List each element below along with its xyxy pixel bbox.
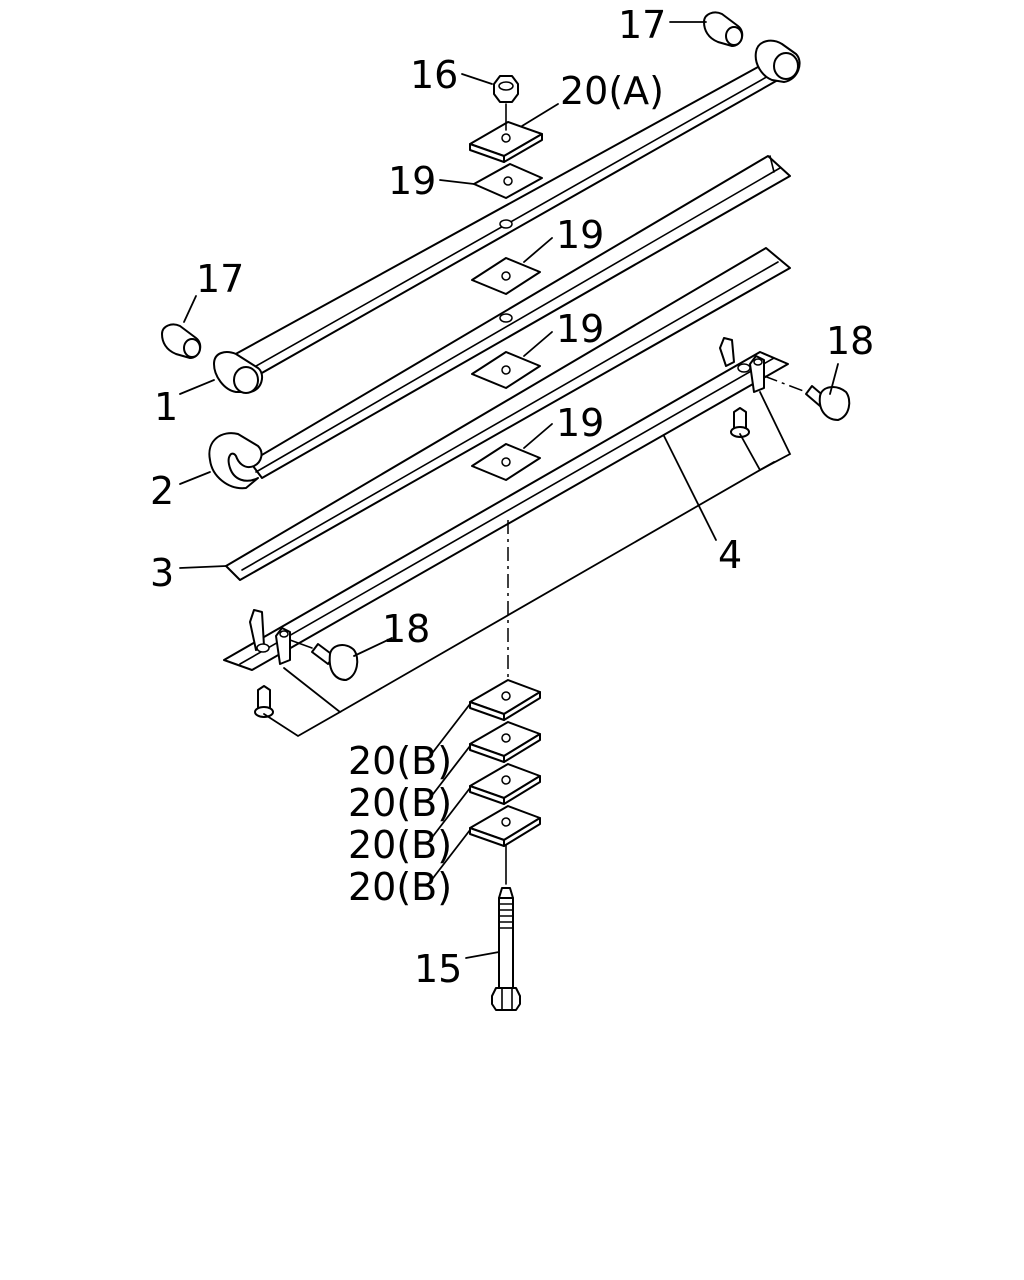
callout-18-left: 18 (382, 607, 430, 651)
leader-lines (179, 21, 839, 959)
bushing-17-top (703, 11, 744, 47)
leaf-1-rear-eye (754, 39, 801, 83)
callout-20b-1: 20(B) (348, 739, 452, 783)
bolt-18-left (289, 639, 359, 681)
callout-17-left: 17 (196, 257, 244, 301)
leaf-4-clip-left (249, 609, 291, 665)
plate-20b-4 (469, 805, 541, 847)
leaf-1-front-eye (213, 351, 264, 394)
leaf-3 (225, 247, 791, 581)
leaf-4-clip-right (719, 337, 765, 393)
plate-20b-2 (469, 721, 541, 763)
callout-4: 4 (718, 533, 742, 577)
callout-20b-3: 20(B) (348, 823, 452, 867)
center-bolt-15 (491, 887, 521, 1011)
callout-18-right: 18 (826, 319, 874, 363)
leaders-20b (429, 703, 471, 883)
bolt-18-right (763, 375, 851, 421)
callout-20b-2: 20(B) (348, 781, 452, 825)
callout-19-leaf1: 19 (556, 213, 604, 257)
leaf-2-wrap-eye (208, 432, 263, 490)
nut-16 (493, 75, 519, 131)
callout-19-leaf3: 19 (556, 401, 604, 445)
callout-15: 15 (414, 947, 462, 991)
screw-left (254, 685, 274, 718)
callout-19-top: 19 (388, 159, 436, 203)
callout-3: 3 (150, 551, 174, 595)
callout-16: 16 (410, 53, 458, 97)
callout-19-leaf2: 19 (556, 307, 604, 351)
bushing-17-left (161, 323, 202, 359)
callout-2: 2 (150, 469, 174, 513)
plate-20a (469, 121, 543, 163)
plate-20b-3 (469, 763, 541, 805)
callout-1: 1 (154, 385, 178, 429)
screw-right (730, 407, 750, 438)
plate-20b-1 (469, 679, 541, 721)
leaf-4 (223, 351, 789, 671)
item-4-bracket (263, 391, 792, 738)
callout-20b-4: 20(B) (348, 865, 452, 909)
callout-17-top: 17 (618, 3, 666, 47)
callout-20a: 20(A) (560, 69, 664, 113)
